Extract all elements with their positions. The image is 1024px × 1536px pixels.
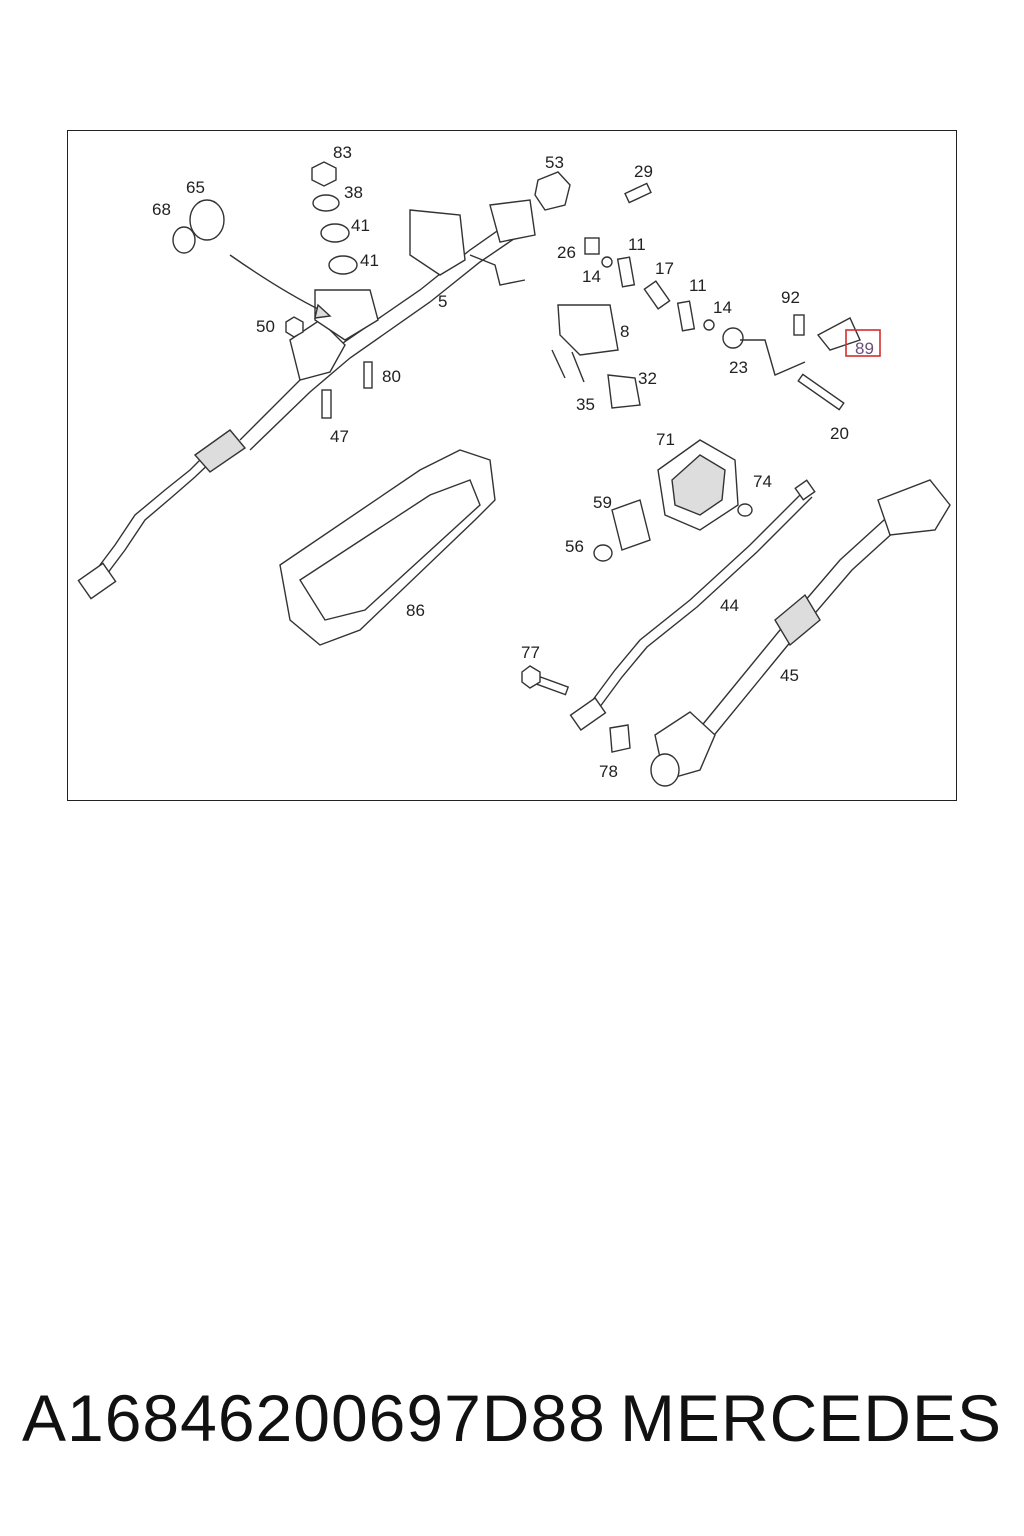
- callout-86: 86: [406, 601, 425, 620]
- highlight-box: [845, 329, 881, 357]
- callout-8: 8: [620, 322, 629, 341]
- fastener-parts: [172, 161, 861, 419]
- callout-14: 14: [582, 267, 601, 286]
- callout-53: 53: [545, 153, 564, 172]
- callout-47: 47: [330, 427, 349, 446]
- callout-26: 26: [557, 243, 576, 262]
- callout-38: 38: [344, 183, 363, 202]
- callout-41: 41: [351, 216, 370, 235]
- callout-44: 44: [720, 596, 739, 615]
- callout-83: 83: [333, 143, 352, 162]
- callout-92: 92: [781, 288, 800, 307]
- callout-14: 14: [713, 298, 732, 317]
- steering-column-assembly: [77, 199, 536, 600]
- brand-name: MERCEDES: [619, 1381, 1002, 1455]
- callout-59: 59: [593, 493, 612, 512]
- callout-11: 11: [689, 276, 707, 295]
- callout-80: 80: [382, 367, 401, 386]
- callout-5: 5: [438, 292, 447, 311]
- callout-23: 23: [729, 358, 748, 377]
- callout-45: 45: [780, 666, 799, 685]
- callout-11: 11: [628, 235, 646, 254]
- callout-labels: 83 38 41 41 65 68 5 50 80 47 53 29 26 11…: [152, 143, 881, 781]
- callout-78: 78: [599, 762, 618, 781]
- part-number: A16846200697D88: [22, 1381, 606, 1455]
- callout-71: 71: [656, 430, 675, 449]
- column-cover: [279, 449, 496, 646]
- callout-29: 29: [634, 162, 653, 181]
- footer-caption: A16846200697D88 MERCEDES: [0, 1380, 1024, 1480]
- callout-74: 74: [753, 472, 772, 491]
- callout-89-highlighted: 89: [855, 339, 874, 358]
- callout-50: 50: [256, 317, 275, 336]
- callout-56: 56: [565, 537, 584, 556]
- switch-and-boot-parts: [593, 439, 753, 562]
- diagram-frame: [67, 130, 957, 801]
- callout-68: 68: [152, 200, 171, 219]
- callout-20: 20: [830, 424, 849, 443]
- callout-41: 41: [360, 251, 379, 270]
- intermediate-shafts: [521, 479, 951, 787]
- callout-17: 17: [655, 259, 674, 278]
- callout-65: 65: [186, 178, 205, 197]
- callout-77: 77: [521, 643, 540, 662]
- callout-35: 35: [576, 395, 595, 414]
- callout-32: 32: [638, 369, 657, 388]
